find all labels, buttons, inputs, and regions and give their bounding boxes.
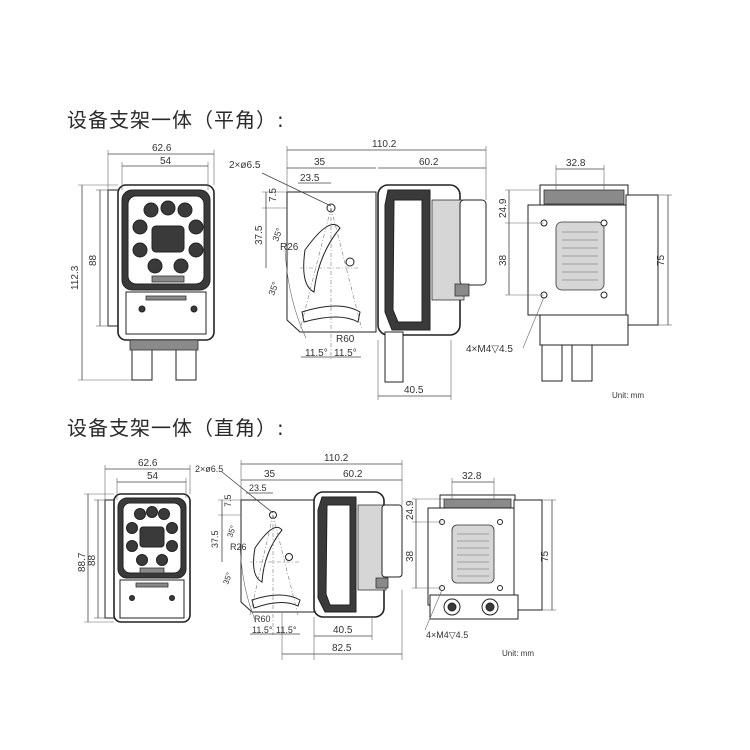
dim-r26: R26 [280, 242, 299, 253]
dim-23-5: 23.5 [300, 173, 320, 184]
rear-connector-left [541, 344, 563, 382]
dim-rear-38: 38 [498, 254, 509, 266]
dim-height-112-3: 112.3 [70, 265, 81, 290]
dim-11-5b: 11.5° [334, 348, 357, 359]
cover-groove-2 [135, 582, 169, 588]
side-clip [454, 283, 470, 297]
camera-side-bezel-2 [325, 504, 351, 606]
dim-60-2: 60.2 [419, 157, 439, 168]
bottom-slot-2 [251, 594, 301, 609]
dim-37-5-2: 37.5 [210, 530, 220, 548]
dim-7-5: 7.5 [268, 188, 279, 202]
dim-rear-32-8: 32.8 [566, 158, 586, 169]
dim-width-62-6: 62.6 [152, 143, 172, 154]
dim-rear-75: 75 [656, 254, 667, 266]
dim-rear-24-9-2: 24.9 [405, 500, 416, 520]
unit-label-top: Unit: mm [612, 391, 644, 400]
top-side-view: 110.2 35 60.2 2×ø6.5 23.5 7.5 37.5 35° 3… [229, 139, 487, 400]
top-front-view: 62.6 54 112.3 88 [70, 143, 215, 381]
dim-110-2-2: 110.2 [324, 453, 349, 464]
dim-thread: 4×M4▽4.5 [466, 344, 513, 355]
connector-base [129, 339, 199, 351]
top-rear-view: 32.8 24.9 38 75 4×M4▽4.5 Unit: mm [466, 158, 672, 400]
indicator-strip [151, 275, 185, 283]
heatsink-fins [562, 231, 598, 281]
cover-groove [145, 295, 187, 301]
led-ring-2 [126, 506, 178, 566]
bottom-front-view: 62.6 54 88.7 88 [77, 458, 191, 623]
dim-7-5-2: 7.5 [223, 494, 233, 507]
bottom-side-view: 110.2 35 60.2 2×ø6.5 23.5 7.5 37.5 35° 3… [195, 453, 403, 660]
dim-11-5a-2: 11.5° [252, 625, 273, 635]
dim-60-2-2: 60.2 [343, 469, 363, 480]
dim-height-88-2: 88 [87, 554, 98, 566]
dim-height-88-7: 88.7 [77, 552, 88, 572]
adjust-slot [303, 224, 341, 293]
bottom-rear-view: 32.8 24.9 38 75 4×M4▽4.5 Unit: mm [405, 471, 556, 658]
dim-r60-2: R60 [254, 614, 271, 624]
dim-11-5b-2: 11.5° [276, 625, 297, 635]
rear-bottom-block-2 [429, 594, 519, 620]
dim-r26-2: R26 [230, 542, 247, 552]
bracket-side-plate-2 [240, 499, 315, 613]
dim-width-54: 54 [160, 156, 172, 167]
dim-holes: 2×ø6.5 [229, 160, 261, 171]
dim-11-5a: 11.5° [305, 348, 328, 359]
mount-hole-4 [285, 553, 293, 561]
dim-angle-35a: 35° [270, 226, 284, 243]
dim-35: 35 [314, 157, 326, 168]
heading-flat-mount: 设备支架一体（平角）: [67, 108, 285, 132]
camera-side-cover [459, 199, 487, 286]
dim-rear-24-9: 24.9 [498, 198, 509, 218]
heatsink-fins-2 [457, 533, 489, 577]
dim-width-54-2: 54 [147, 471, 159, 482]
dim-35-2: 35 [264, 469, 276, 480]
indicator-strip-2 [139, 567, 165, 574]
dim-angle-35b: 35° [266, 280, 280, 297]
dim-110-2: 110.2 [372, 139, 397, 150]
dim-40-5: 40.5 [404, 385, 424, 396]
led-ring [132, 200, 204, 274]
dim-angle-35a-2: 35° [225, 524, 238, 538]
lens-window [151, 225, 185, 253]
rear-bottom-block [539, 314, 629, 346]
side-clip-2 [375, 577, 389, 589]
rear-side-plate-2 [513, 499, 543, 611]
dim-37-5: 37.5 [254, 225, 265, 245]
side-connector [384, 331, 404, 383]
dim-23-5-2: 23.5 [249, 483, 267, 493]
camera-side-rear [431, 199, 465, 301]
dim-rear-75-2: 75 [540, 550, 551, 562]
dim-angle-35b-2: 35° [221, 571, 234, 585]
heading-right-angle-mount: 设备支架一体（直角）: [67, 416, 285, 440]
heatsink-2 [451, 524, 495, 584]
rear-top-band [543, 189, 625, 205]
mount-hole-2 [345, 257, 355, 267]
dim-40-5-2: 40.5 [333, 625, 353, 636]
dim-82-5: 82.5 [332, 643, 352, 654]
dim-rear-38-2: 38 [405, 550, 416, 562]
camera-side-bezel [392, 199, 423, 323]
rear-connector-right [571, 344, 593, 382]
lens-window-2 [139, 526, 165, 548]
dim-width-62-6-2: 62.6 [138, 458, 158, 469]
dim-height-88: 88 [88, 254, 99, 266]
camera-side-rear-2 [357, 504, 387, 591]
dim-thread-2: 4×M4▽4.5 [426, 630, 468, 640]
dim-rear-32-8-2: 32.8 [462, 471, 482, 482]
camera-side-cover-2 [381, 504, 403, 578]
rear-side-plate [625, 194, 659, 326]
dim-r60: R60 [336, 334, 355, 345]
unit-label-bottom: Unit: mm [502, 649, 534, 658]
dim-holes-2: 2×ø6.5 [195, 464, 223, 474]
